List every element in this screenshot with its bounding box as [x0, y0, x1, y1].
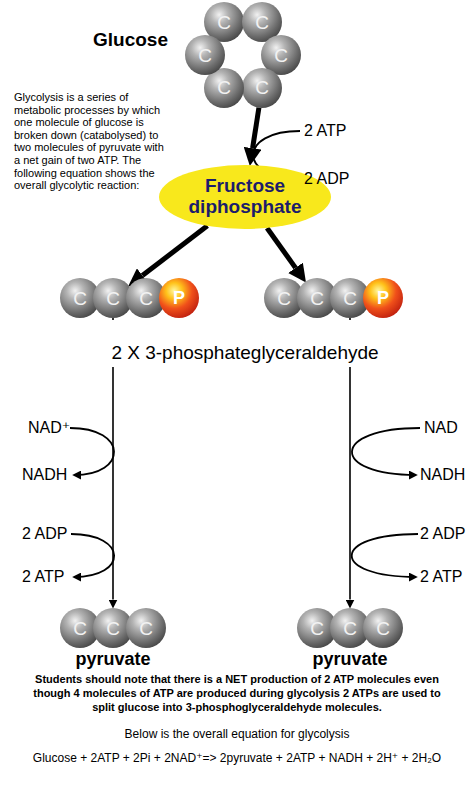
overall-equation: Glucose + 2ATP + 2Pi + 2NAD⁺=> 2pyruvate…	[33, 751, 441, 765]
atom-symbol: C	[274, 46, 288, 65]
label-box: Glycolysis is a series of metabolic proc…	[14, 91, 167, 192]
label-box: 2 ADP	[22, 525, 82, 543]
atom-symbol: C	[255, 78, 269, 97]
atom-symbol: C	[343, 289, 357, 308]
compound-name: Fructose diphosphate	[175, 176, 315, 218]
label-box: NADH	[420, 466, 474, 484]
product-name: pyruvate	[75, 649, 150, 669]
label-box: Below is the overall equation for glycol…	[0, 728, 474, 742]
cofactor-label: 2 ADP	[304, 170, 349, 187]
sphere-fill	[185, 35, 225, 75]
atom-symbol: C	[310, 289, 324, 308]
atom-symbol: C	[106, 619, 120, 638]
cofactor-curve-arrow	[352, 534, 418, 577]
reaction-arrow	[253, 108, 259, 149]
cofactor-curve-arrow	[70, 428, 114, 475]
atom-symbol: C	[310, 619, 324, 638]
reaction-arrow	[267, 228, 295, 268]
atom-symbol: C	[255, 13, 269, 32]
cofactor-label: 2 ATP	[420, 568, 462, 585]
atom-symbol: C	[139, 289, 153, 308]
sphere-fill	[363, 278, 403, 318]
reaction-arrow	[142, 226, 207, 276]
label-box: 2 X 3-phosphateglyceraldehyde	[45, 342, 445, 364]
label-box: 2 ATP	[420, 568, 474, 586]
atom-symbol: P	[173, 289, 185, 307]
sphere-fill	[242, 68, 282, 108]
sphere-fill	[363, 608, 403, 648]
label-box: NAD⁺	[28, 419, 88, 437]
sphere-fill	[126, 608, 166, 648]
atom-symbol: C	[198, 46, 212, 65]
label-box: Glucose	[93, 29, 193, 51]
atom-symbol: P	[377, 289, 389, 307]
label-box: pyruvate	[43, 649, 183, 670]
product-name: pyruvate	[312, 649, 387, 669]
intro-paragraph: Glycolysis is a series of metabolic proc…	[14, 91, 164, 191]
carbon-atom: C	[363, 608, 403, 648]
sphere-fill	[159, 278, 199, 318]
atom-symbol: C	[73, 619, 87, 638]
label-box: 2 ATP	[22, 568, 82, 586]
intermediate-label: 2 X 3-phosphateglyceraldehyde	[103, 320, 386, 367]
label-box: Glucose + 2ATP + 2Pi + 2NAD⁺=> 2pyruvate…	[0, 752, 474, 766]
cofactor-label: 2 ADP	[420, 525, 465, 542]
carbon-atom: C	[185, 35, 225, 75]
cofactor-label: NADH	[420, 466, 465, 483]
phosphate-atom: P	[363, 278, 403, 318]
atom-symbol: C	[376, 619, 390, 638]
atom-symbol: C	[139, 619, 153, 638]
atom-symbol: C	[217, 13, 231, 32]
cofactor-label: 2 ATP	[22, 568, 64, 585]
label-box: 2 ADP	[304, 170, 366, 188]
cofactor-label: NAD	[424, 419, 458, 436]
carbon-atom: C	[242, 68, 282, 108]
label-box: Students should note that there is a NET…	[22, 672, 452, 714]
label-box: 2 ATP	[304, 122, 366, 140]
cofactor-label: 2 ADP	[22, 525, 67, 542]
label-box: 2 ADP	[420, 525, 474, 543]
cofactor-curve-arrow	[71, 534, 114, 577]
atom-symbol: C	[73, 289, 87, 308]
label-box: pyruvate	[280, 649, 420, 670]
compound-name: Glucose	[93, 29, 168, 50]
phosphate-atom: P	[159, 278, 199, 318]
label-box: NAD	[424, 419, 474, 437]
atom-symbol: C	[277, 289, 291, 308]
atom-symbol: C	[106, 289, 120, 308]
cofactor-curve-arrow	[352, 428, 420, 475]
label-box: NADH	[22, 466, 82, 484]
atom-symbol: C	[217, 78, 231, 97]
cofactor-label: NAD⁺	[28, 419, 70, 436]
carbon-atom: C	[126, 608, 166, 648]
equation-heading: Below is the overall equation for glycol…	[125, 727, 350, 741]
cofactor-label: 2 ATP	[304, 122, 346, 139]
cofactor-label: NADH	[22, 466, 67, 483]
note-paragraph: Students should note that there is a NET…	[33, 673, 441, 713]
atom-symbol: C	[343, 619, 357, 638]
